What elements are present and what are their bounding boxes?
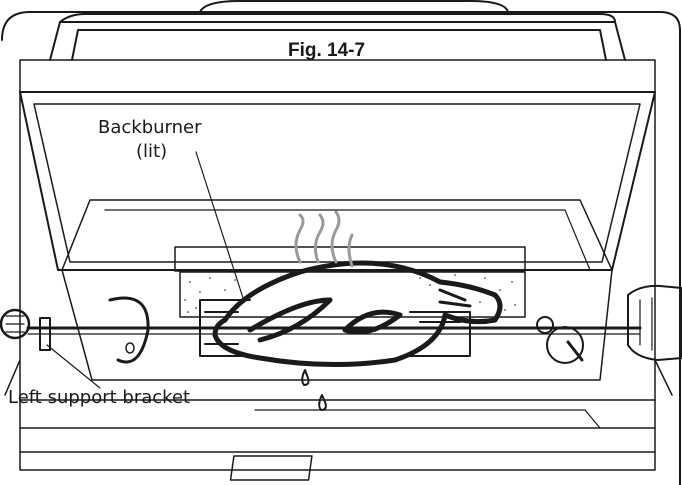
grill-housing bbox=[19, 59, 656, 471]
spit-counterbalance bbox=[108, 296, 150, 364]
figure-title: Fig. 14-7 bbox=[288, 40, 366, 61]
spit-fork-right bbox=[409, 311, 471, 357]
left-support-bracket bbox=[39, 317, 51, 351]
lid-handle bbox=[49, 13, 626, 61]
chicken bbox=[212, 260, 503, 368]
figure-border bbox=[1, 11, 681, 485]
backburner-leader bbox=[195, 151, 244, 299]
spit-fork-left bbox=[199, 299, 251, 357]
drip-1 bbox=[301, 369, 310, 386]
backburner-lit-label: (lit) bbox=[136, 141, 168, 162]
rotisserie-motor bbox=[627, 284, 682, 361]
firebox bbox=[61, 199, 613, 381]
backburner-element bbox=[179, 271, 526, 318]
left-support-bracket-label: Left support bracket bbox=[8, 387, 191, 408]
steam bbox=[294, 210, 354, 268]
bracket-leader bbox=[46, 344, 101, 389]
front-rail bbox=[19, 399, 656, 453]
backburner-speckle bbox=[184, 274, 516, 313]
drip-2 bbox=[318, 394, 327, 411]
backburner-label: Backburner bbox=[98, 117, 202, 138]
spit-handle-right bbox=[546, 326, 584, 364]
top-tab bbox=[199, 0, 509, 13]
front-badge bbox=[229, 455, 313, 481]
spit-handle-left bbox=[0, 308, 31, 340]
